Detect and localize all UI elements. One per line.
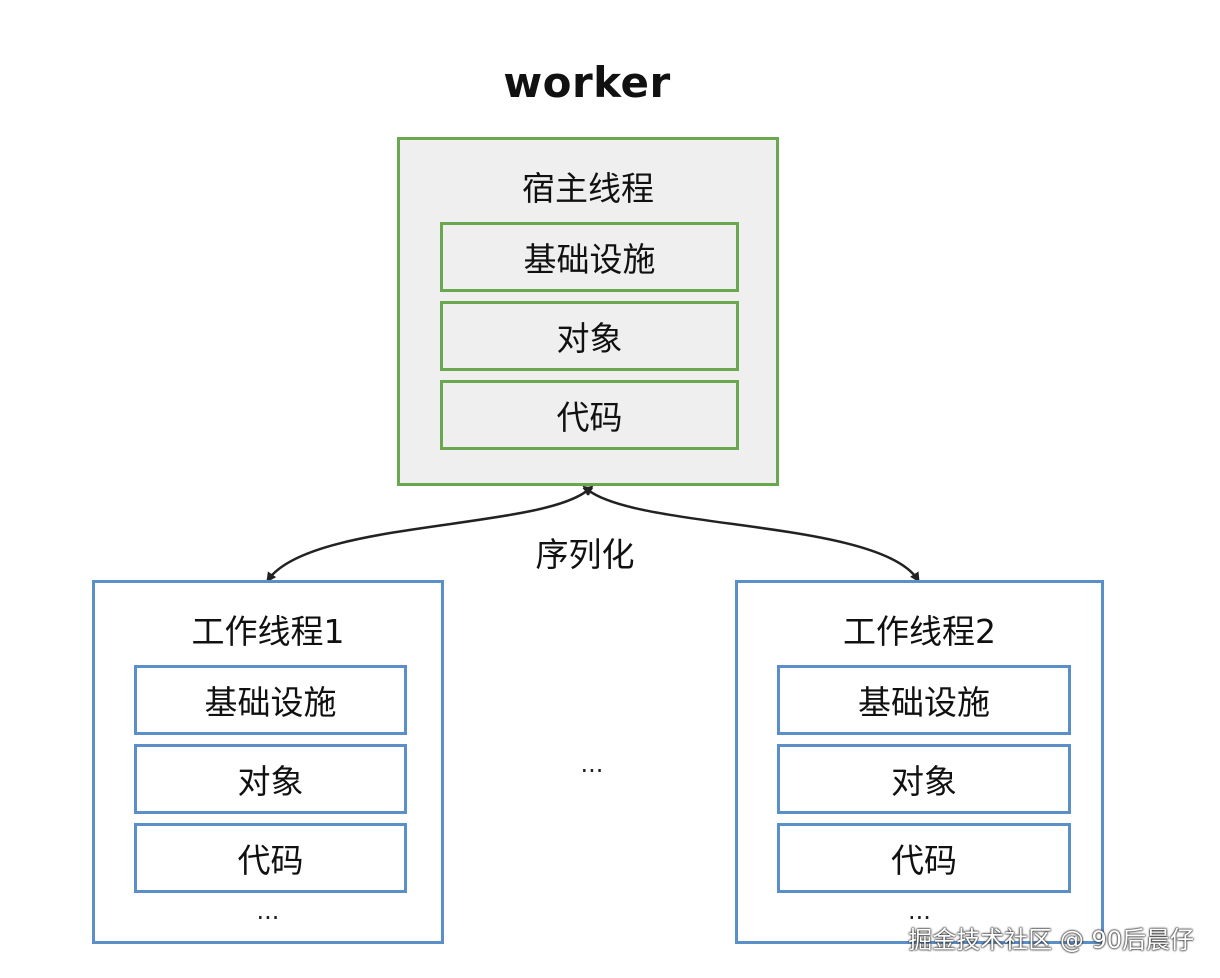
- serialization-label: 序列化: [535, 535, 635, 574]
- worker2-more-ellipsis: ...: [908, 897, 931, 925]
- host-block-objects: 对象: [440, 301, 739, 371]
- watermark-text: 掘金技术社区 @ 90后晨仔: [908, 926, 1194, 954]
- host-thread-label: 宿主线程: [522, 169, 654, 208]
- worker-thread-1-box: 工作线程1 基础设施 对象 代码 ...: [92, 580, 444, 944]
- worker-thread-1-label: 工作线程1: [191, 612, 345, 651]
- host-block-infrastructure: 基础设施: [440, 222, 739, 292]
- more-threads-ellipsis: ...: [580, 750, 604, 778]
- worker1-block-code: 代码: [134, 823, 407, 893]
- worker2-block-infrastructure: 基础设施: [777, 665, 1071, 735]
- host-block-code: 代码: [440, 380, 739, 450]
- arrow-host-to-worker1: [266, 485, 594, 583]
- worker-thread-2-label: 工作线程2: [843, 612, 996, 651]
- worker1-block-infrastructure: 基础设施: [134, 665, 407, 735]
- worker1-block-objects: 对象: [134, 744, 407, 814]
- arrow-host-to-worker2: [582, 485, 920, 583]
- worker1-more-ellipsis: ...: [256, 897, 280, 925]
- host-thread-box: 宿主线程 基础设施 对象 代码: [397, 137, 779, 486]
- worker2-block-code: 代码: [777, 823, 1071, 893]
- diagram-title: worker: [503, 58, 671, 107]
- worker2-block-objects: 对象: [777, 744, 1071, 814]
- worker-thread-2-box: 工作线程2 基础设施 对象 代码 ...: [735, 580, 1104, 944]
